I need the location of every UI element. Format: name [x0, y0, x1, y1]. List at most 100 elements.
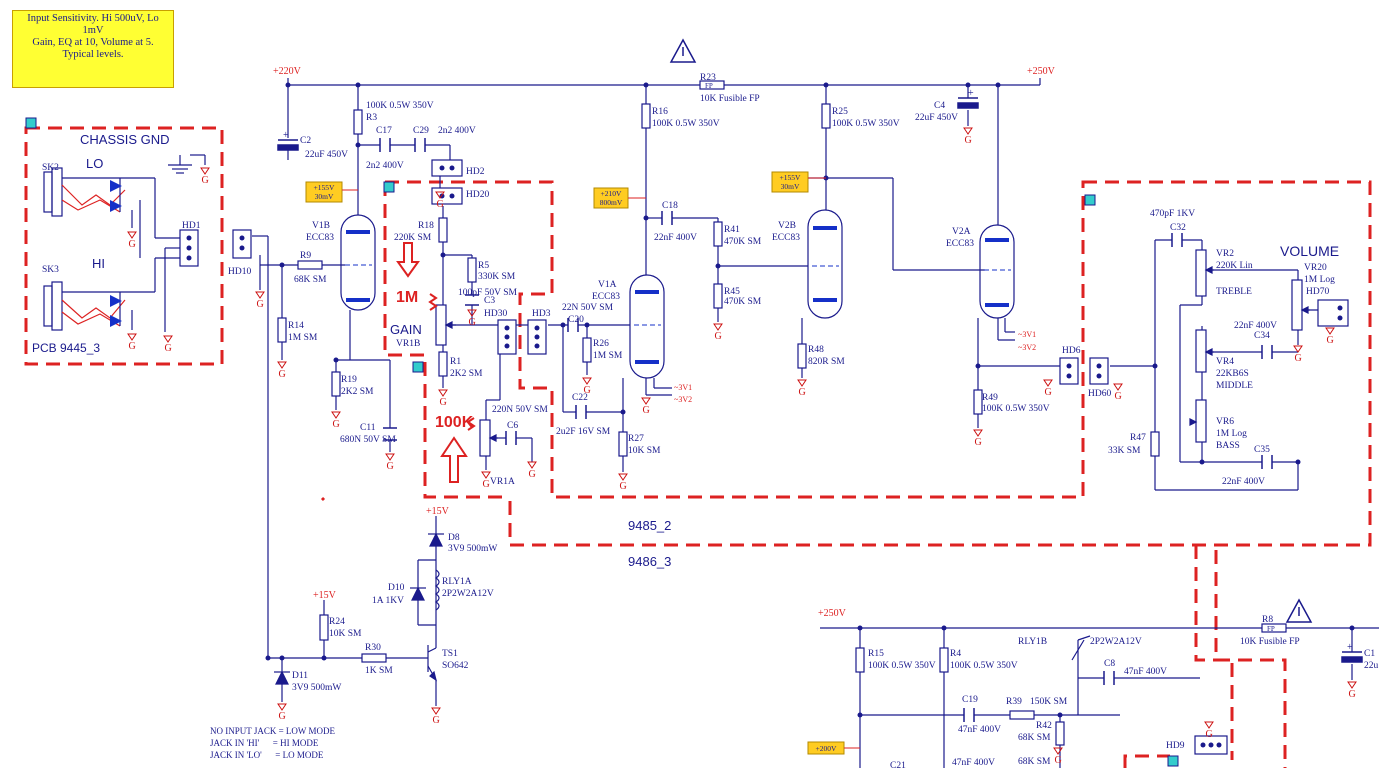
r14-value: 1M SM: [288, 333, 318, 343]
ground-label: G: [433, 715, 440, 726]
r49-value: 100K 0.5W 350V: [982, 404, 1050, 414]
mode-line-2: JACK IN 'HI' = HI MODE: [210, 738, 319, 748]
pcb-9485-label: 9485_2: [628, 518, 671, 533]
r5-label: R5: [478, 261, 489, 271]
c3-value: 100pF 50V SM: [458, 288, 518, 298]
d11-value: 3V9 500mW: [292, 683, 341, 693]
r18-value: 220K SM: [394, 233, 432, 243]
ground-icon: G: [1325, 327, 1335, 346]
c29-value: 2n2 400V: [438, 126, 476, 136]
pcb-lower-outline: [1194, 545, 1234, 760]
c32-value: 470pF 1KV: [1150, 209, 1195, 219]
rly1b-label: RLY1B: [1018, 637, 1047, 647]
r16-value: 100K 0.5W 350V: [652, 119, 720, 129]
tube-v2a: [979, 224, 1015, 319]
c34-label: C34: [1254, 331, 1270, 341]
r4-label: R4: [950, 649, 961, 659]
fuse-marker-r8: FP: [1267, 625, 1275, 633]
c17-label: C17: [376, 126, 392, 136]
heater-v2a-1: ~3V1: [1018, 330, 1036, 339]
r19-value: 2K2 SM: [341, 387, 374, 397]
ground-icon: G: [127, 333, 137, 352]
ground-icon: G: [1347, 681, 1357, 700]
semis: [274, 532, 444, 685]
vr2-label: VR2: [1216, 249, 1234, 259]
r15-value: 100K 0.5W 350V: [868, 661, 936, 671]
volume-label: VOLUME: [1280, 243, 1339, 259]
ts1-label: TS1: [442, 649, 458, 659]
r18-label: R18: [418, 221, 434, 231]
c8-value: 47nF 400V: [1124, 667, 1167, 677]
r9-value: 68K SM: [294, 275, 327, 285]
ground-icon: G: [481, 471, 491, 490]
hd10-label: HD10: [228, 267, 251, 277]
pot-wipers: [444, 266, 1310, 442]
r16-label: R16: [652, 107, 668, 117]
ground-icon: G: [1293, 345, 1303, 364]
pcb-9445-label: PCB 9445_3: [32, 341, 100, 355]
ground-icon: G: [713, 323, 723, 342]
ground-label: G: [279, 711, 286, 722]
c4-value: 22uF 450V: [915, 113, 958, 123]
pcb-9485-outline-left: [383, 182, 510, 499]
voltage-tag-v2b: +155V 30mV: [771, 171, 826, 193]
ground-label: G: [1206, 729, 1213, 740]
r24-value: 10K SM: [329, 629, 362, 639]
v2b-type: ECC83: [772, 233, 800, 243]
vr1a-label: VR1A: [490, 477, 515, 487]
rail-15v-b: +15V: [313, 590, 337, 601]
junctions: [265, 82, 1355, 718]
tag-bottom-volts: +200V: [816, 744, 837, 753]
ground-icon: G: [1053, 747, 1063, 766]
pcb-9486-outline: [508, 180, 1372, 547]
ground-icon: G: [163, 335, 173, 354]
r30-value: 1K SM: [365, 666, 393, 676]
r47-label: R47: [1130, 433, 1146, 443]
c8-label: C8: [1104, 659, 1115, 669]
ground-icon: G: [438, 389, 448, 408]
ground-icon: G: [1043, 379, 1053, 398]
note-line-1: Input Sensitivity. Hi 500uV, Lo 1mV: [27, 13, 159, 36]
pcb-9445-outline: [24, 126, 224, 366]
ground-icon: G: [963, 127, 973, 146]
rly1b-value: 2P2W2A12V: [1090, 637, 1142, 647]
gain-label: GAIN: [390, 322, 422, 337]
ground-icon: G: [797, 379, 807, 398]
ground-icon: G: [618, 473, 628, 492]
pcb-lower-outline-2: [1214, 550, 1287, 768]
ground-icon: G: [277, 361, 287, 380]
gain-1m-label: 1M: [396, 289, 418, 306]
fuse-marker-r23: FP: [705, 82, 713, 90]
ground-icon: G: [331, 411, 341, 430]
v2a-type: ECC83: [946, 239, 974, 249]
relay-coil: [434, 569, 440, 611]
ground-icon: G: [641, 397, 651, 416]
ground-label: G: [584, 385, 591, 396]
hd6-label: HD6: [1062, 346, 1081, 356]
c11-label: C11: [360, 423, 376, 433]
d10-value: 1A 1KV: [372, 596, 404, 606]
tube-v2b: [807, 209, 843, 319]
svg-text:+: +: [1347, 642, 1353, 653]
gain-100k-label: 100K: [435, 414, 474, 431]
hd70-label: HD70: [1306, 287, 1329, 297]
voltage-tag-bottom: +200V: [807, 741, 860, 755]
jack-sockets: [43, 167, 126, 331]
r25-label: R25: [832, 107, 848, 117]
ground-icon: G: [255, 291, 265, 310]
ground-label: G: [1295, 353, 1302, 364]
arrow-up-icon: [440, 436, 468, 483]
r45-label: R45: [724, 287, 740, 297]
vr20-value: 1M Log: [1304, 275, 1335, 285]
ground-label: G: [333, 419, 340, 430]
r45-value: 470K SM: [724, 297, 762, 307]
c17-value: 2n2 400V: [366, 161, 404, 171]
treble-label: TREBLE: [1216, 287, 1252, 297]
c18-label: C18: [662, 201, 678, 211]
ground-label: G: [257, 299, 264, 310]
ground-label: G: [975, 437, 982, 448]
chassis-gnd-label: CHASSIS GND: [80, 132, 170, 147]
r23-value: 10K Fusible FP: [700, 94, 760, 104]
r42-label: R42: [1036, 721, 1052, 731]
tag-v1b-volts: +155V: [314, 183, 335, 192]
